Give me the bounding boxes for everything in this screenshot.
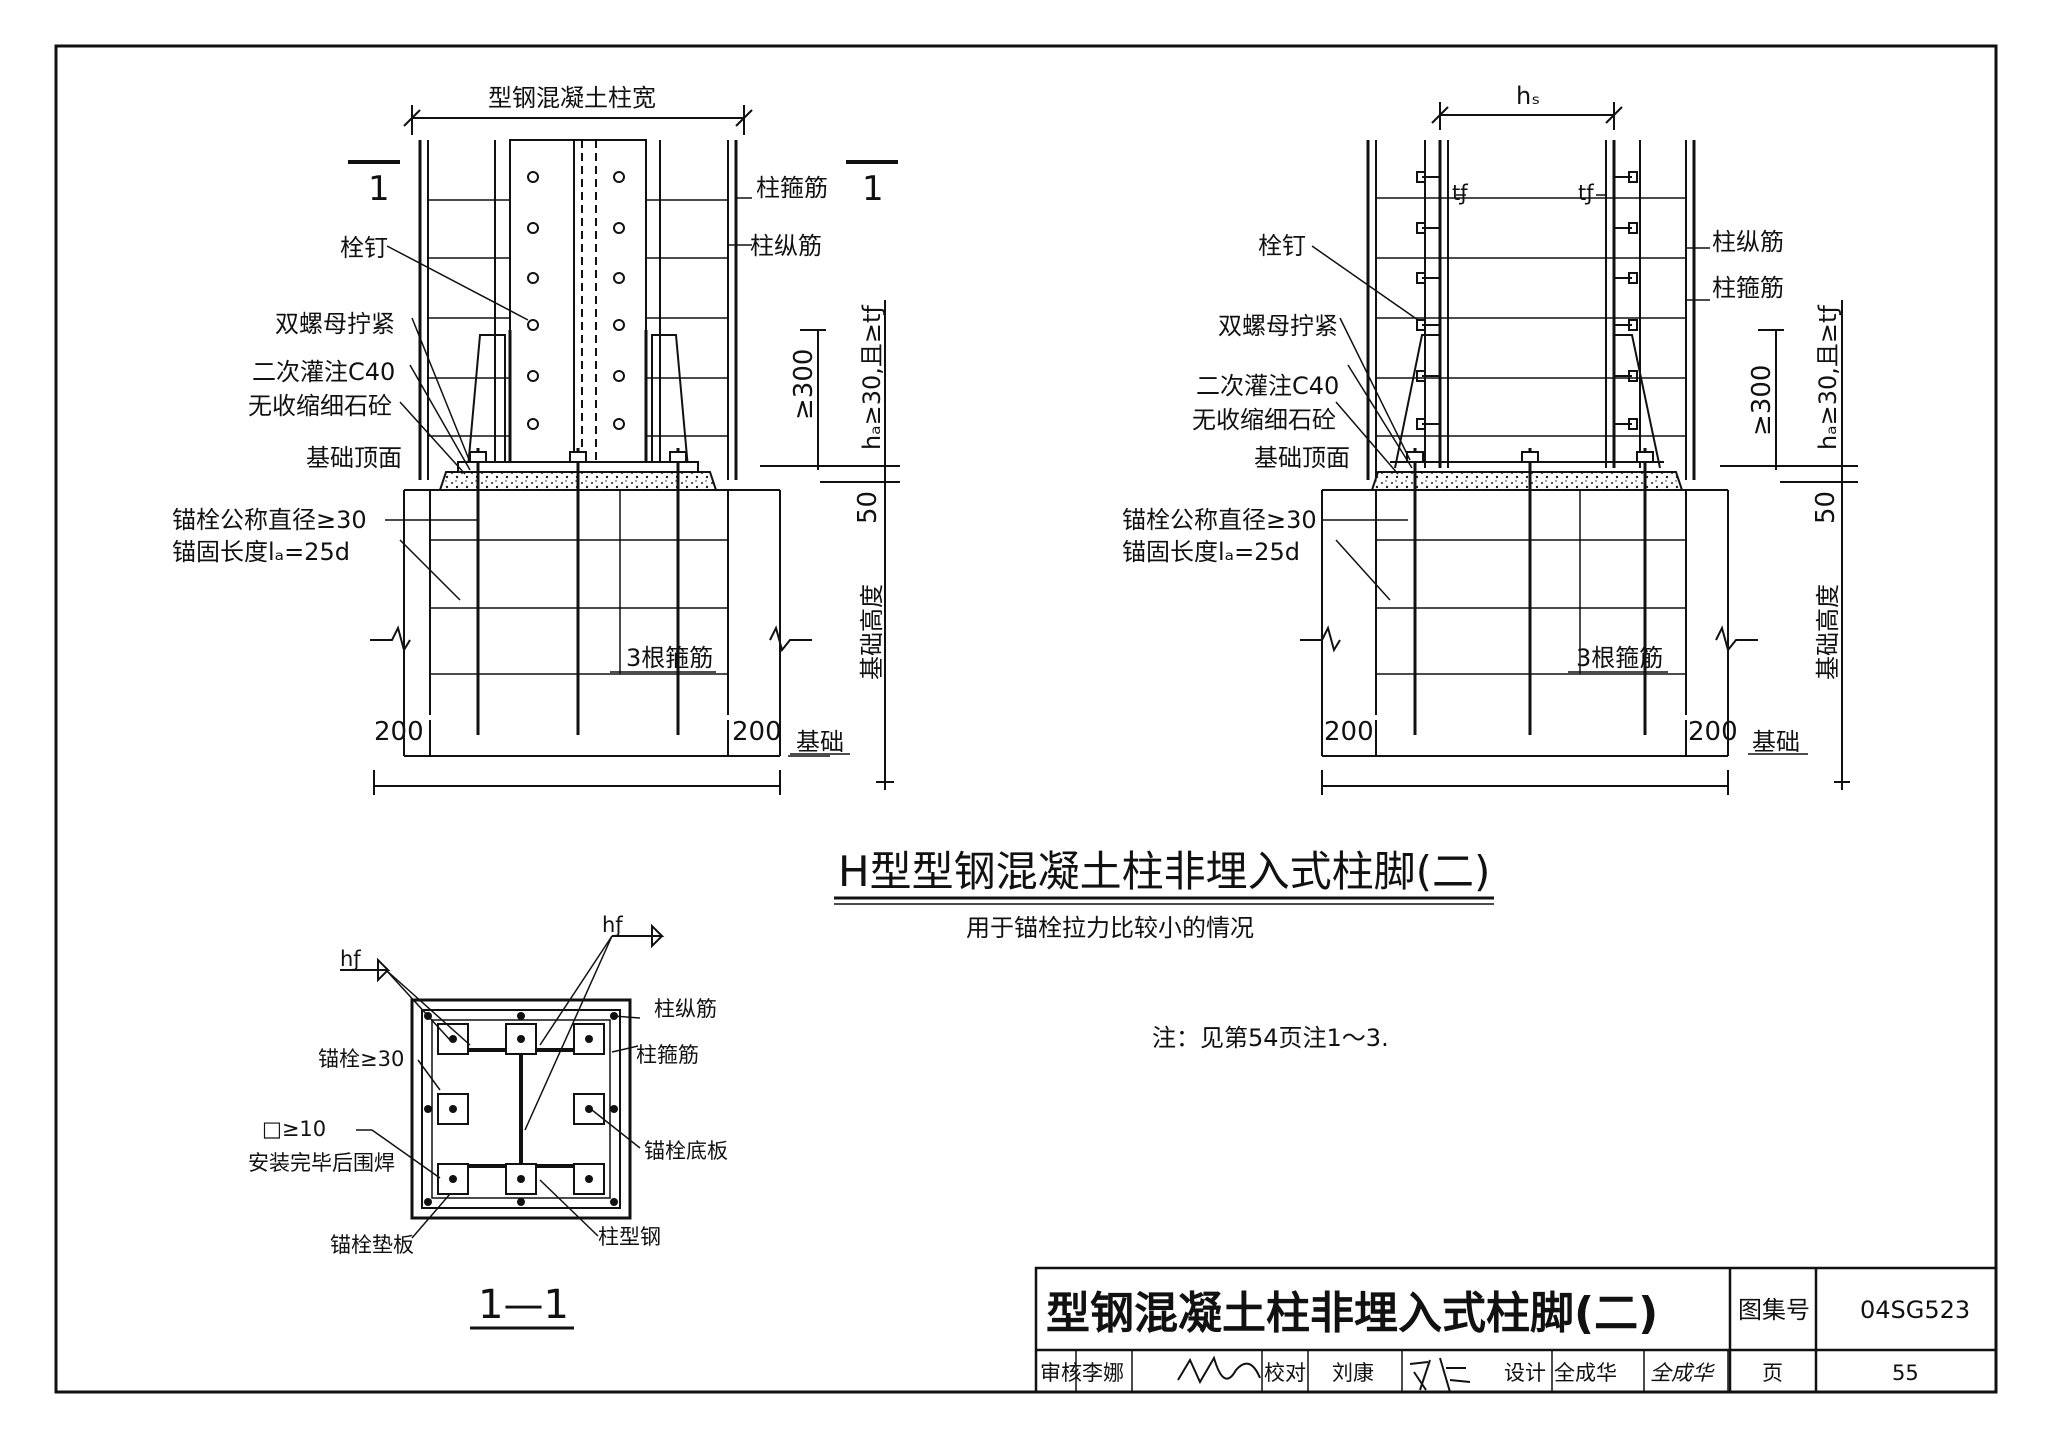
left-width-label: 型钢混凝土柱宽 bbox=[488, 84, 656, 112]
section-longbar-label: 柱纵筋 bbox=[654, 997, 717, 1021]
right-tf-label-2: tƒ bbox=[1578, 181, 1594, 205]
left-section-mark-right: 1 bbox=[862, 169, 884, 209]
right-elevation bbox=[1300, 102, 1858, 795]
right-dim-300: ≥300 bbox=[1747, 365, 1777, 436]
page-label: 页 bbox=[1762, 1361, 1783, 1385]
right-dim-hd: hₐ≥30,且≥tƒ bbox=[1814, 305, 1842, 450]
page-value: 55 bbox=[1892, 1361, 1919, 1385]
right-tf-label-1: tƒ bbox=[1452, 181, 1468, 205]
review-label: 审核 bbox=[1040, 1361, 1082, 1385]
section-hf-label-1: hƒ bbox=[340, 947, 361, 971]
right-grout-label-1: 二次灌注C40 bbox=[1196, 372, 1339, 400]
title-block bbox=[1034, 1266, 1998, 1394]
atlas-label: 图集号 bbox=[1738, 1296, 1810, 1324]
left-dim-300: ≥300 bbox=[789, 349, 819, 420]
check-name: 刘康 bbox=[1332, 1361, 1374, 1385]
left-grout-label-2: 无收缩细石砼 bbox=[248, 392, 392, 420]
right-found-height: 基础高度 bbox=[1814, 584, 1842, 680]
review-signature bbox=[1177, 1355, 1261, 1385]
right-foundation-label: 基础 bbox=[1752, 728, 1800, 756]
right-stirrup-label: 柱箍筋 bbox=[1712, 274, 1784, 302]
right-stud-label: 栓钉 bbox=[1258, 232, 1306, 260]
left-bolt-dia-label: 锚栓公称直径≥30 bbox=[172, 506, 367, 534]
left-longbar-label: 柱纵筋 bbox=[750, 232, 822, 260]
right-dim-200a: 200 bbox=[1324, 717, 1374, 747]
right-dim-50: 50 bbox=[1811, 491, 1841, 524]
section-bolt-label: 锚栓≥30 bbox=[318, 1047, 404, 1071]
left-three-stirrups-label: 3根箍筋 bbox=[626, 644, 713, 672]
right-longbar-label: 柱纵筋 bbox=[1712, 228, 1784, 256]
right-bolt-dia-label: 锚栓公称直径≥30 bbox=[1122, 506, 1317, 534]
left-stud-label: 栓钉 bbox=[340, 234, 388, 262]
left-dim-hd: hₐ≥30,且≥tƒ bbox=[858, 305, 886, 450]
right-grout-label-2: 无收缩细石砼 bbox=[1192, 406, 1336, 434]
design-label: 设计 bbox=[1504, 1361, 1546, 1385]
section-title: 1—1 bbox=[478, 1282, 569, 1328]
sheet-border bbox=[54, 44, 1998, 1394]
left-section-mark-left: 1 bbox=[368, 169, 390, 209]
right-anchor-len-label: 锚固长度lₐ=25d bbox=[1122, 538, 1300, 566]
title-block-title: 型钢混凝土柱非埋入式柱脚(二) bbox=[1046, 1288, 1658, 1339]
atlas-value: 04SG523 bbox=[1860, 1296, 1970, 1324]
design-name: 全成华 bbox=[1554, 1361, 1617, 1385]
left-double-nut-label: 双螺母拧紧 bbox=[275, 310, 395, 338]
section-stirrup-label: 柱箍筋 bbox=[636, 1043, 699, 1067]
left-dim-200b: 200 bbox=[732, 717, 782, 747]
left-foundation-top-label: 基础顶面 bbox=[306, 444, 402, 472]
left-dim-50: 50 bbox=[853, 491, 883, 524]
left-foundation-label: 基础 bbox=[796, 728, 844, 756]
check-signature bbox=[1409, 1357, 1471, 1393]
left-grout-label-1: 二次灌注C40 bbox=[252, 358, 395, 386]
section-hf-label-2: hƒ bbox=[602, 913, 623, 937]
right-double-nut-label: 双螺母拧紧 bbox=[1218, 312, 1338, 340]
main-title: H型型钢混凝土柱非埋入式柱脚(二) bbox=[838, 847, 1490, 896]
section-1-1 bbox=[340, 923, 665, 1330]
section-washer-label: 锚栓垫板 bbox=[330, 1233, 414, 1257]
left-anchor-len-label: 锚固长度lₐ=25d bbox=[172, 538, 350, 566]
right-three-stirrups-label: 3根箍筋 bbox=[1576, 644, 1663, 672]
right-foundation-top-label: 基础顶面 bbox=[1254, 444, 1350, 472]
review-name: 李娜 bbox=[1082, 1361, 1124, 1385]
right-hs-label: hₛ bbox=[1516, 82, 1540, 110]
left-stirrup-label: 柱箍筋 bbox=[756, 174, 828, 202]
design-signature: 全成华 bbox=[1650, 1361, 1715, 1385]
left-found-height: 基础高度 bbox=[858, 584, 886, 680]
note: 注：见第54页注1～3. bbox=[1152, 1024, 1389, 1052]
section-steel-label: 柱型钢 bbox=[598, 1225, 661, 1249]
section-weld-label-2: 安装完毕后围焊 bbox=[248, 1151, 395, 1175]
subtitle: 用于锚栓拉力比较小的情况 bbox=[966, 914, 1254, 942]
check-label: 校对 bbox=[1264, 1361, 1306, 1385]
section-baseplate-label: 锚栓底板 bbox=[644, 1139, 728, 1163]
section-weld-label-1: □≥10 bbox=[262, 1117, 326, 1141]
right-dim-200b: 200 bbox=[1688, 717, 1738, 747]
left-dim-200a: 200 bbox=[374, 717, 424, 747]
left-elevation bbox=[348, 105, 900, 795]
